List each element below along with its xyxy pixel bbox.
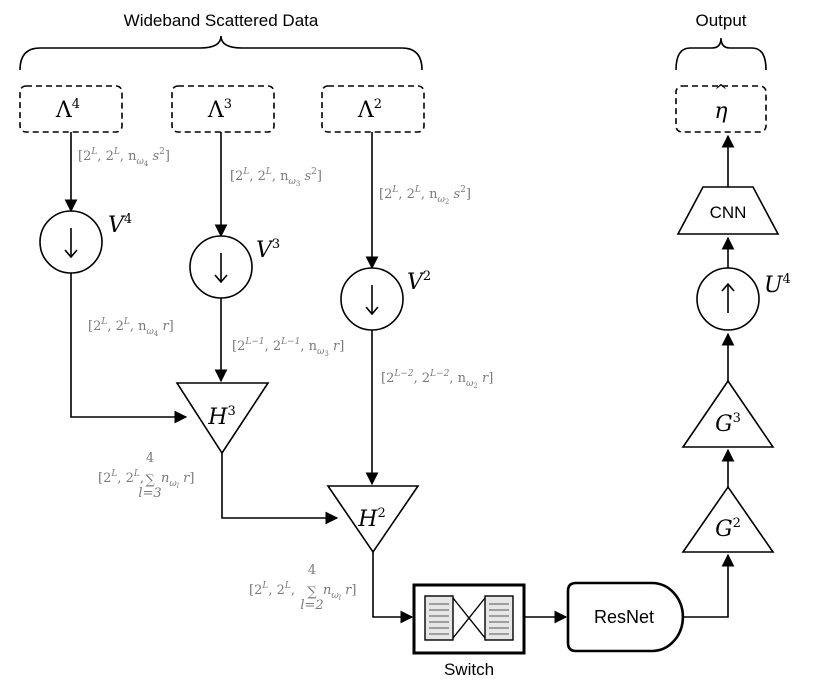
merge-op-h2: H2 <box>326 485 420 554</box>
output-node-eta-hat: ^ η <box>675 81 767 133</box>
svg-text:Λ2: Λ2 <box>357 97 382 123</box>
edge-resnet-g2 <box>682 553 735 618</box>
dim-label-lambda2: [2L, 2L, nω2 s2] <box>379 185 471 206</box>
svg-text:H2: H2 <box>357 506 385 532</box>
decoder-op-g2: G2 <box>681 485 775 553</box>
svg-text:[2L, 2L,: [2L, 2L, <box>98 469 144 486</box>
dim-label-lambda4: [2L, 2L, nω4 s2] <box>78 147 170 168</box>
upsample-op-u4: U4 <box>696 267 791 331</box>
resnet-block: ResNet <box>566 581 685 653</box>
merge-op-h3: H3 <box>175 382 270 455</box>
edge-h2-switch <box>372 552 414 624</box>
output-group-brace <box>675 37 767 71</box>
svg-text:[2L, 2L,: [2L, 2L, <box>249 581 295 598</box>
downsample-op-v2: V2 <box>340 267 431 331</box>
input-group-header: Wideband Scattered Data <box>124 11 319 30</box>
resnet-label: ResNet <box>594 607 654 627</box>
svg-text:Λ4: Λ4 <box>55 97 80 123</box>
dim-label-v3-out: [2L−1, 2L−1, nω3 r] <box>232 337 344 358</box>
input-group-brace <box>19 35 423 71</box>
dim-label-lambda3: [2L, 2L, nω3 s2] <box>230 167 322 188</box>
svg-text:V3: V3 <box>256 237 280 263</box>
dim-label-h3-out: [2L, 2L, 4 ∑ l=3 nωl r] <box>98 451 194 501</box>
svg-text:^: ^ <box>714 81 727 100</box>
input-node-lambda2: Λ2 <box>321 85 425 133</box>
svg-text:nωl r]: nωl r] <box>161 471 194 490</box>
svg-text:l=3: l=3 <box>138 486 161 501</box>
svg-text:U4: U4 <box>764 272 791 298</box>
dim-label-h2-out: [2L, 2L, 4 ∑ l=2 nωl r] <box>249 563 356 613</box>
edge-v4-h3 <box>70 273 188 424</box>
dim-label-v2-out: [2L−2, 2L−2, nω2 r] <box>381 369 493 390</box>
downsample-op-v3: V3 <box>189 235 280 299</box>
svg-text:H3: H3 <box>207 404 235 430</box>
cnn-block: CNN <box>676 186 780 235</box>
svg-text:l=2: l=2 <box>300 598 323 613</box>
svg-text:V4: V4 <box>108 212 132 238</box>
svg-text:∑: ∑ <box>145 473 155 488</box>
input-node-lambda3: Λ3 <box>171 85 275 133</box>
svg-text:4: 4 <box>308 563 316 578</box>
decoder-op-g3: G3 <box>681 379 775 448</box>
downsample-op-v4: V4 <box>39 210 132 274</box>
edge-h3-h2 <box>221 453 339 525</box>
switch-block <box>412 583 526 655</box>
dim-label-v4-out: [2L, 2L, nω4 r] <box>88 317 174 338</box>
svg-text:G3: G3 <box>715 411 741 437</box>
svg-text:G2: G2 <box>715 516 741 542</box>
svg-text:η: η <box>714 99 727 124</box>
svg-text:∑: ∑ <box>307 585 317 600</box>
cnn-label: CNN <box>710 203 747 222</box>
switch-label: Switch <box>444 660 494 679</box>
svg-text:V2: V2 <box>407 269 431 295</box>
svg-text:Λ3: Λ3 <box>207 97 232 123</box>
output-group-header: Output <box>695 11 746 30</box>
svg-text:4: 4 <box>146 451 154 466</box>
input-node-lambda4: Λ4 <box>19 85 123 133</box>
svg-text:nωl r]: nωl r] <box>323 583 356 602</box>
